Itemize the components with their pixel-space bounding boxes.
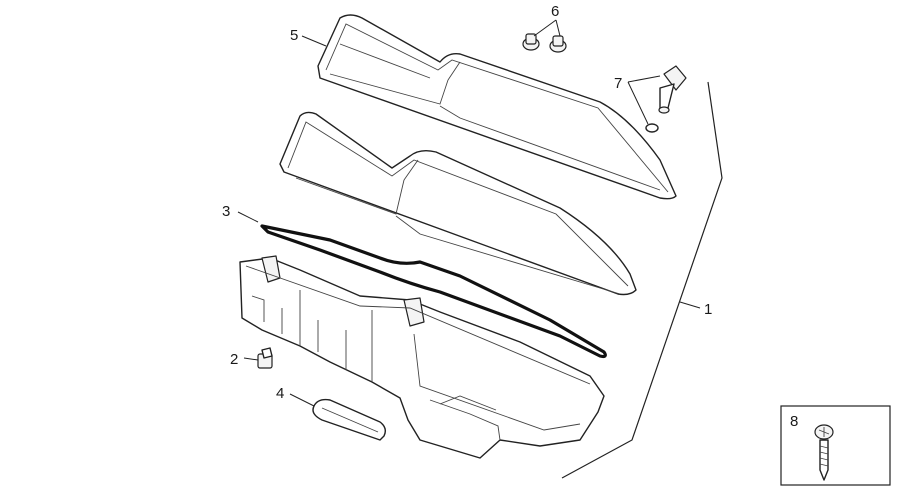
callout-4: 4 [276, 385, 284, 402]
leader-1 [679, 301, 701, 309]
leader-4 [289, 393, 315, 407]
part-2-bulb-holder [257, 347, 273, 369]
callout-2: 2 [230, 351, 238, 368]
middle-lens-cover [279, 111, 637, 296]
part-3-gasket [260, 224, 607, 359]
leader-5 [301, 35, 327, 47]
assembly-1-bracket [561, 81, 723, 479]
leader-7 [627, 75, 661, 125]
callout-1: 1 [704, 301, 712, 318]
part-4-rubber-block [312, 398, 387, 441]
part-7-reset-knob [645, 65, 687, 133]
callout-3: 3 [222, 203, 230, 220]
callout-6: 6 [551, 3, 559, 20]
leader-2 [243, 357, 259, 361]
part-8-box [780, 405, 891, 486]
callout-5: 5 [290, 27, 298, 44]
callout-8: 8 [790, 413, 798, 430]
callout-7: 7 [614, 75, 622, 92]
part-6-screws [522, 33, 567, 53]
instrument-housing [239, 255, 605, 459]
part-5-lens-cover [317, 14, 677, 200]
leader-6 [533, 19, 561, 37]
leader-3 [237, 211, 259, 223]
